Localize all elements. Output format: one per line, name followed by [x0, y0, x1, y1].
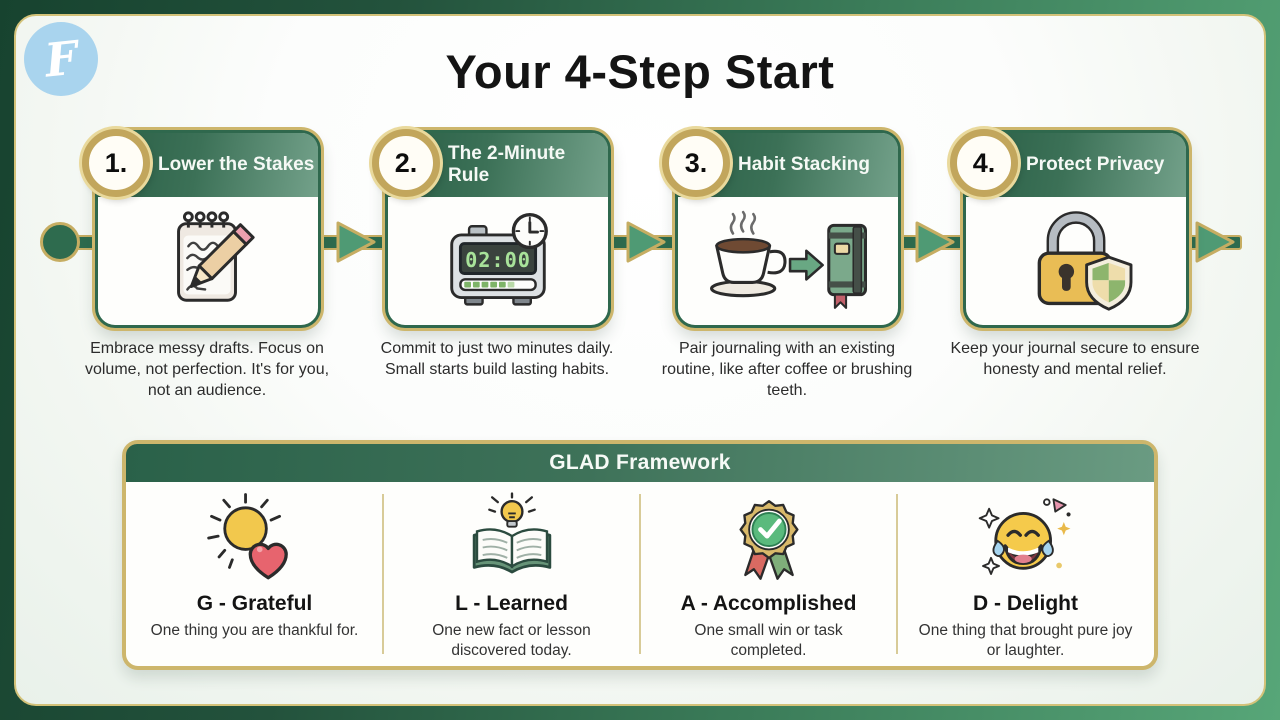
step-number-badge: 2.	[372, 129, 440, 197]
glad-item-title: D - Delight	[973, 592, 1078, 615]
step-number-badge: 3.	[662, 129, 730, 197]
step-description: Keep your journal secure to ensure hones…	[950, 340, 1200, 378]
notepad-pencil-icon	[98, 197, 318, 322]
page-title: Your 4-Step Start	[445, 45, 835, 98]
brand-logo: F	[24, 22, 98, 96]
glad-item-title: G - Grateful	[196, 592, 313, 615]
sun-heart-icon	[126, 488, 383, 590]
digital-timer-icon: 02:00	[388, 197, 608, 322]
step-number-badge: 1.	[82, 129, 150, 197]
step-description: Embrace messy drafts. Focus on volume, n…	[84, 340, 330, 399]
laughing-emoji-icon	[897, 488, 1154, 590]
glad-item-description: One thing you are thankful for.	[150, 622, 359, 639]
glad-item-learned: L - Learned One new fact or lesson disco…	[383, 482, 641, 666]
timeline-arrow-icon	[626, 221, 666, 263]
glad-item-description: One small win or task completed.	[694, 622, 843, 659]
step-card-3: 3. Habit Stacking	[662, 129, 901, 328]
glad-framework-panel: GLAD Framework	[122, 440, 1158, 670]
glad-item-description: One new fact or lesson discovered today.	[432, 622, 591, 659]
glad-item-accomplished: A - Accomplished One small win or task c…	[640, 482, 898, 666]
padlock-shield-icon	[966, 197, 1186, 322]
step-description: Commit to just two minutes daily. Small …	[380, 340, 614, 378]
book-lightbulb-icon	[383, 488, 640, 590]
glad-item-title: L - Learned	[455, 592, 568, 615]
timeline-arrow-icon	[915, 221, 955, 263]
timeline-start-dot	[40, 222, 80, 262]
timeline-arrow-icon	[1195, 221, 1235, 263]
glad-item-grateful: G - Grateful One thing you are thankful …	[126, 482, 384, 666]
glad-item-delight: D - Delight One thing that brought pure …	[897, 482, 1154, 666]
step-card-1: 1. Lower the Stakes	[82, 129, 321, 328]
glad-item-description: One thing that brought pure joy or laugh…	[918, 622, 1133, 659]
glad-framework-title: GLAD Framework	[126, 444, 1154, 482]
award-badge-check-icon	[640, 488, 897, 590]
timeline-arrow-icon	[336, 221, 376, 263]
step-card-2: 2. The 2-Minute Rule 02:00	[372, 129, 611, 328]
coffee-to-journal-icon	[678, 197, 898, 322]
step-description: Pair journaling with an existing routine…	[661, 340, 913, 399]
step-number-badge: 4.	[950, 129, 1018, 197]
timer-display: 02:00	[465, 247, 531, 271]
glad-item-title: A - Accomplished	[680, 592, 857, 615]
step-card-4: 4. Protect Privacy	[950, 129, 1189, 328]
